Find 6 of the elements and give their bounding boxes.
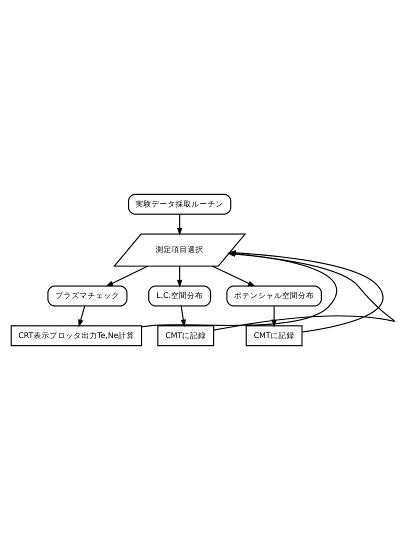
arrow	[176, 266, 182, 288]
arrow	[105, 266, 148, 287]
arrow	[176, 214, 182, 236]
arrow	[212, 266, 256, 287]
arrow	[78, 306, 85, 328]
arrow	[180, 306, 186, 328]
